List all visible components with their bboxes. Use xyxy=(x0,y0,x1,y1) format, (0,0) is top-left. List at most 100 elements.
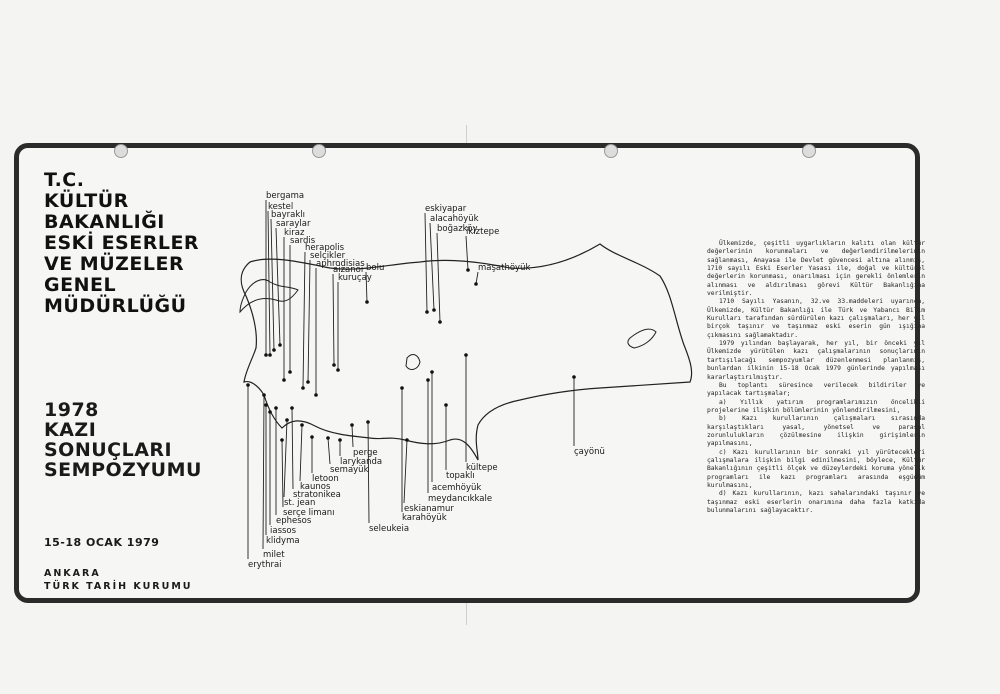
site-leader-line xyxy=(275,227,281,346)
site-marker xyxy=(466,268,470,272)
site-marker xyxy=(464,353,468,357)
paragraph: Ülkemizde, çeşitli uygarlıkların kalıtı … xyxy=(707,240,925,298)
lake-tuz xyxy=(405,354,421,370)
site-leader-line xyxy=(332,273,335,366)
site-label: semayük xyxy=(330,465,369,475)
site-leader-line xyxy=(267,210,271,356)
site-leader-line xyxy=(351,424,354,448)
site-marker xyxy=(264,353,268,357)
lake-van xyxy=(627,328,657,349)
site-marker xyxy=(338,438,342,442)
site-marker xyxy=(336,368,340,372)
site-marker xyxy=(426,378,430,382)
site-marker xyxy=(285,418,289,422)
site-label: iassos xyxy=(270,526,297,536)
site-label: eskiyapar xyxy=(425,204,467,214)
site-label: bayraklı xyxy=(271,210,305,220)
turkey-outline xyxy=(240,243,693,461)
paragraph: Bu toplantı süresince verilecek bildiril… xyxy=(707,381,925,398)
site-label: meydancıkkale xyxy=(428,494,492,504)
site-marker xyxy=(474,282,478,286)
site-marker xyxy=(572,375,576,379)
site-marker xyxy=(430,370,434,374)
site-leader-line xyxy=(367,421,370,524)
site-label: milet xyxy=(263,550,285,560)
organizer-institution: TÜRK TARİH KURUMU xyxy=(44,581,193,592)
punch-hole xyxy=(114,144,128,158)
site-marker xyxy=(350,423,354,427)
site-marker xyxy=(246,383,250,387)
site-label: kültepe xyxy=(466,463,498,473)
site-marker xyxy=(438,320,442,324)
punch-hole xyxy=(312,144,326,158)
title-line: KÜLTÜR xyxy=(44,190,129,212)
site-label: aizanoi xyxy=(333,265,363,275)
site-leader-line xyxy=(299,424,303,482)
site-leader-line xyxy=(436,232,441,323)
paragraph: c) Kazı kurullarının bir sonraki yıl yür… xyxy=(707,448,925,489)
site-marker xyxy=(278,343,282,347)
site-leader-line xyxy=(302,251,306,389)
site-marker xyxy=(288,370,292,374)
paragraph: 1710 Sayılı Yasanın, 32.ve 33.maddeleri … xyxy=(707,298,925,339)
site-marker xyxy=(444,403,448,407)
site-marker xyxy=(405,438,409,442)
organizer: ANKARA TÜRK TARİH KURUMU xyxy=(44,567,193,593)
introduction-text: Ülkemizde, çeşitli uygarlıkların kalıtı … xyxy=(707,240,925,515)
site-marker xyxy=(272,348,276,352)
site-leader-line xyxy=(262,394,265,550)
punch-hole xyxy=(604,144,618,158)
site-leader-line xyxy=(429,222,435,311)
symposium-dates: 15-18 OCAK 1979 xyxy=(44,536,160,549)
site-label: selçikler xyxy=(310,251,346,261)
site-marker xyxy=(274,406,278,410)
site-marker xyxy=(268,410,272,414)
site-marker xyxy=(306,380,310,384)
site-label: ikiztepe xyxy=(466,227,499,237)
site-label: çayönü xyxy=(574,447,605,457)
site-label: kaunos xyxy=(300,482,331,492)
site-marker xyxy=(262,393,266,397)
title-line: GENEL xyxy=(44,274,117,296)
site-label: kiraz xyxy=(284,228,305,238)
paragraph: a) Yıllık yatırım programlarımızın öncel… xyxy=(707,398,925,414)
paragraph: b) Kazı kurullarının çalışmaları sırasın… xyxy=(707,415,925,448)
site-label: larykanda xyxy=(340,457,382,467)
site-marker xyxy=(326,436,330,440)
site-marker xyxy=(366,420,370,424)
site-label: saraylar xyxy=(276,219,311,229)
site-marker xyxy=(400,386,404,390)
symposium-title: 1978 KAZI SONUÇLARI SEMPOZYUMU xyxy=(44,400,202,480)
site-label: erythrai xyxy=(248,560,282,570)
paragraph: 1979 yılından başlayarak, her yıl, bir ö… xyxy=(707,340,925,381)
organizer-city: ANKARA xyxy=(44,568,101,579)
title-line: VE MÜZELER xyxy=(44,253,185,275)
site-label: kestel xyxy=(268,202,293,212)
site-label: maşathöyük xyxy=(478,263,530,273)
site-label: aphrodisias xyxy=(316,259,365,269)
site-label: boğazköy xyxy=(437,224,478,234)
site-leader-line xyxy=(365,271,368,303)
site-leader-line xyxy=(475,271,479,285)
site-label: klidyma xyxy=(266,536,300,546)
site-label: seleukeia xyxy=(369,524,409,534)
site-marker xyxy=(282,378,286,382)
site-marker xyxy=(365,300,369,304)
site-label: herapolis xyxy=(305,243,345,253)
site-label: serçe limanı xyxy=(283,508,335,518)
title-line: MÜDÜRLÜĞÜ xyxy=(44,295,187,317)
site-marker xyxy=(314,393,318,397)
site-marker xyxy=(310,435,314,439)
symposium-line: SONUÇLARI xyxy=(44,439,173,461)
site-label: eskianamur xyxy=(404,504,454,514)
site-leader-line xyxy=(291,407,294,490)
site-marker xyxy=(280,438,284,442)
site-label: perge xyxy=(353,448,378,458)
site-label: karahöyük xyxy=(402,513,447,523)
site-marker xyxy=(264,403,268,407)
site-marker xyxy=(300,423,304,427)
site-label: bergama xyxy=(266,191,304,201)
symposium-line: SEMPOZYUMU xyxy=(44,459,202,481)
symposium-line: KAZI xyxy=(44,419,97,441)
